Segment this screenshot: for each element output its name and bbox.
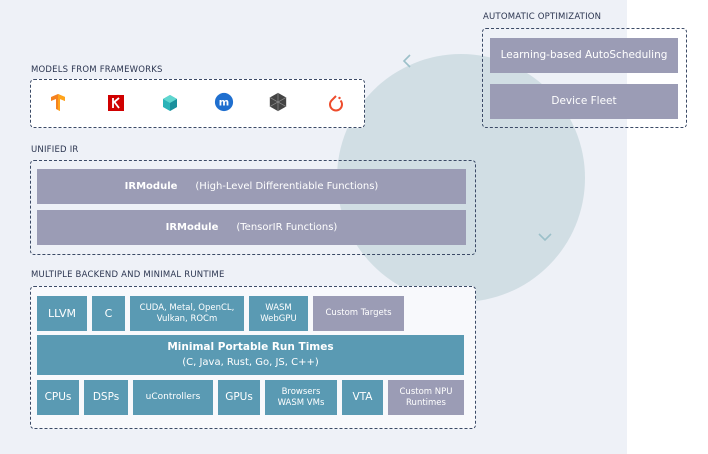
irmodule-description: (High-Level Differentiable Functions) [195, 180, 379, 192]
onnx-icon [268, 92, 288, 112]
runtime-title: Minimal Portable Run Times [167, 341, 334, 354]
loop-arrow-bottom-icon [538, 233, 552, 242]
runtime-box: Minimal Portable Run Times (C, Java, Rus… [37, 335, 464, 375]
browsers-box: Browsers WASM VMs [265, 380, 337, 415]
gpu-apis-box: CUDA, Metal, OpenCL, Vulkan, ROCm [130, 296, 244, 331]
cpus-box: CPUs [37, 380, 79, 415]
auto-optimization-group [482, 28, 687, 128]
wasm-webgpu-box: WASM WebGPU [249, 296, 308, 331]
learning-autoscheduling-box: Learning-based AutoScheduling [490, 38, 678, 73]
irmodule-high-level-box: IRModule (High-Level Differentiable Func… [37, 169, 466, 204]
dsps-box: DSPs [84, 380, 128, 415]
models-title: MODELS FROM FRAMEWORKS [31, 65, 163, 75]
gpu-apis-line1: CUDA, Metal, OpenCL, [139, 303, 235, 314]
frameworks-group [30, 79, 365, 128]
auto-optimization-title: AUTOMATIC OPTIMIZATION [483, 12, 602, 22]
wasm-line2: WebGPU [260, 313, 297, 324]
unified-ir-group [30, 160, 476, 255]
wasm-line1: WASM [265, 303, 292, 314]
browsers-line2: WASM VMs [277, 397, 325, 408]
irmodule-tensorir-box: IRModule (TensorIR Functions) [37, 210, 466, 245]
custom-targets-box: Custom Targets [313, 296, 404, 331]
npu-line2: Runtimes [406, 397, 446, 408]
runtime-languages: (C, Java, Rust, Go, JS, C++) [182, 356, 319, 368]
irmodule-label: IRModule [124, 180, 178, 192]
loop-arrow-top-icon [402, 54, 411, 68]
mxnet-icon: m [214, 92, 234, 112]
pytorch-icon [326, 93, 346, 113]
llvm-box: LLVM [37, 296, 87, 331]
gpu-apis-line2: Vulkan, ROCm [156, 313, 218, 324]
backend-title: MULTIPLE BACKEND AND MINIMAL RUNTIME [31, 270, 225, 280]
custom-npu-box: Custom NPU Runtimes [388, 380, 464, 415]
gpus-box: GPUs [218, 380, 260, 415]
svg-text:m: m [219, 98, 229, 109]
browsers-line1: Browsers [281, 387, 321, 398]
irmodule-label: IRModule [165, 221, 219, 233]
unified-ir-title: UNIFIED IR [31, 145, 79, 155]
irmodule-description: (TensorIR Functions) [236, 221, 338, 233]
device-fleet-box: Device Fleet [490, 84, 678, 119]
vta-box: VTA [342, 380, 383, 415]
ucontrollers-box: uControllers [133, 380, 213, 415]
keras-icon [106, 93, 126, 113]
npu-line1: Custom NPU [399, 387, 453, 398]
tensorflow-icon [48, 93, 68, 113]
coreml-icon [160, 93, 180, 113]
c-box: C [92, 296, 125, 331]
